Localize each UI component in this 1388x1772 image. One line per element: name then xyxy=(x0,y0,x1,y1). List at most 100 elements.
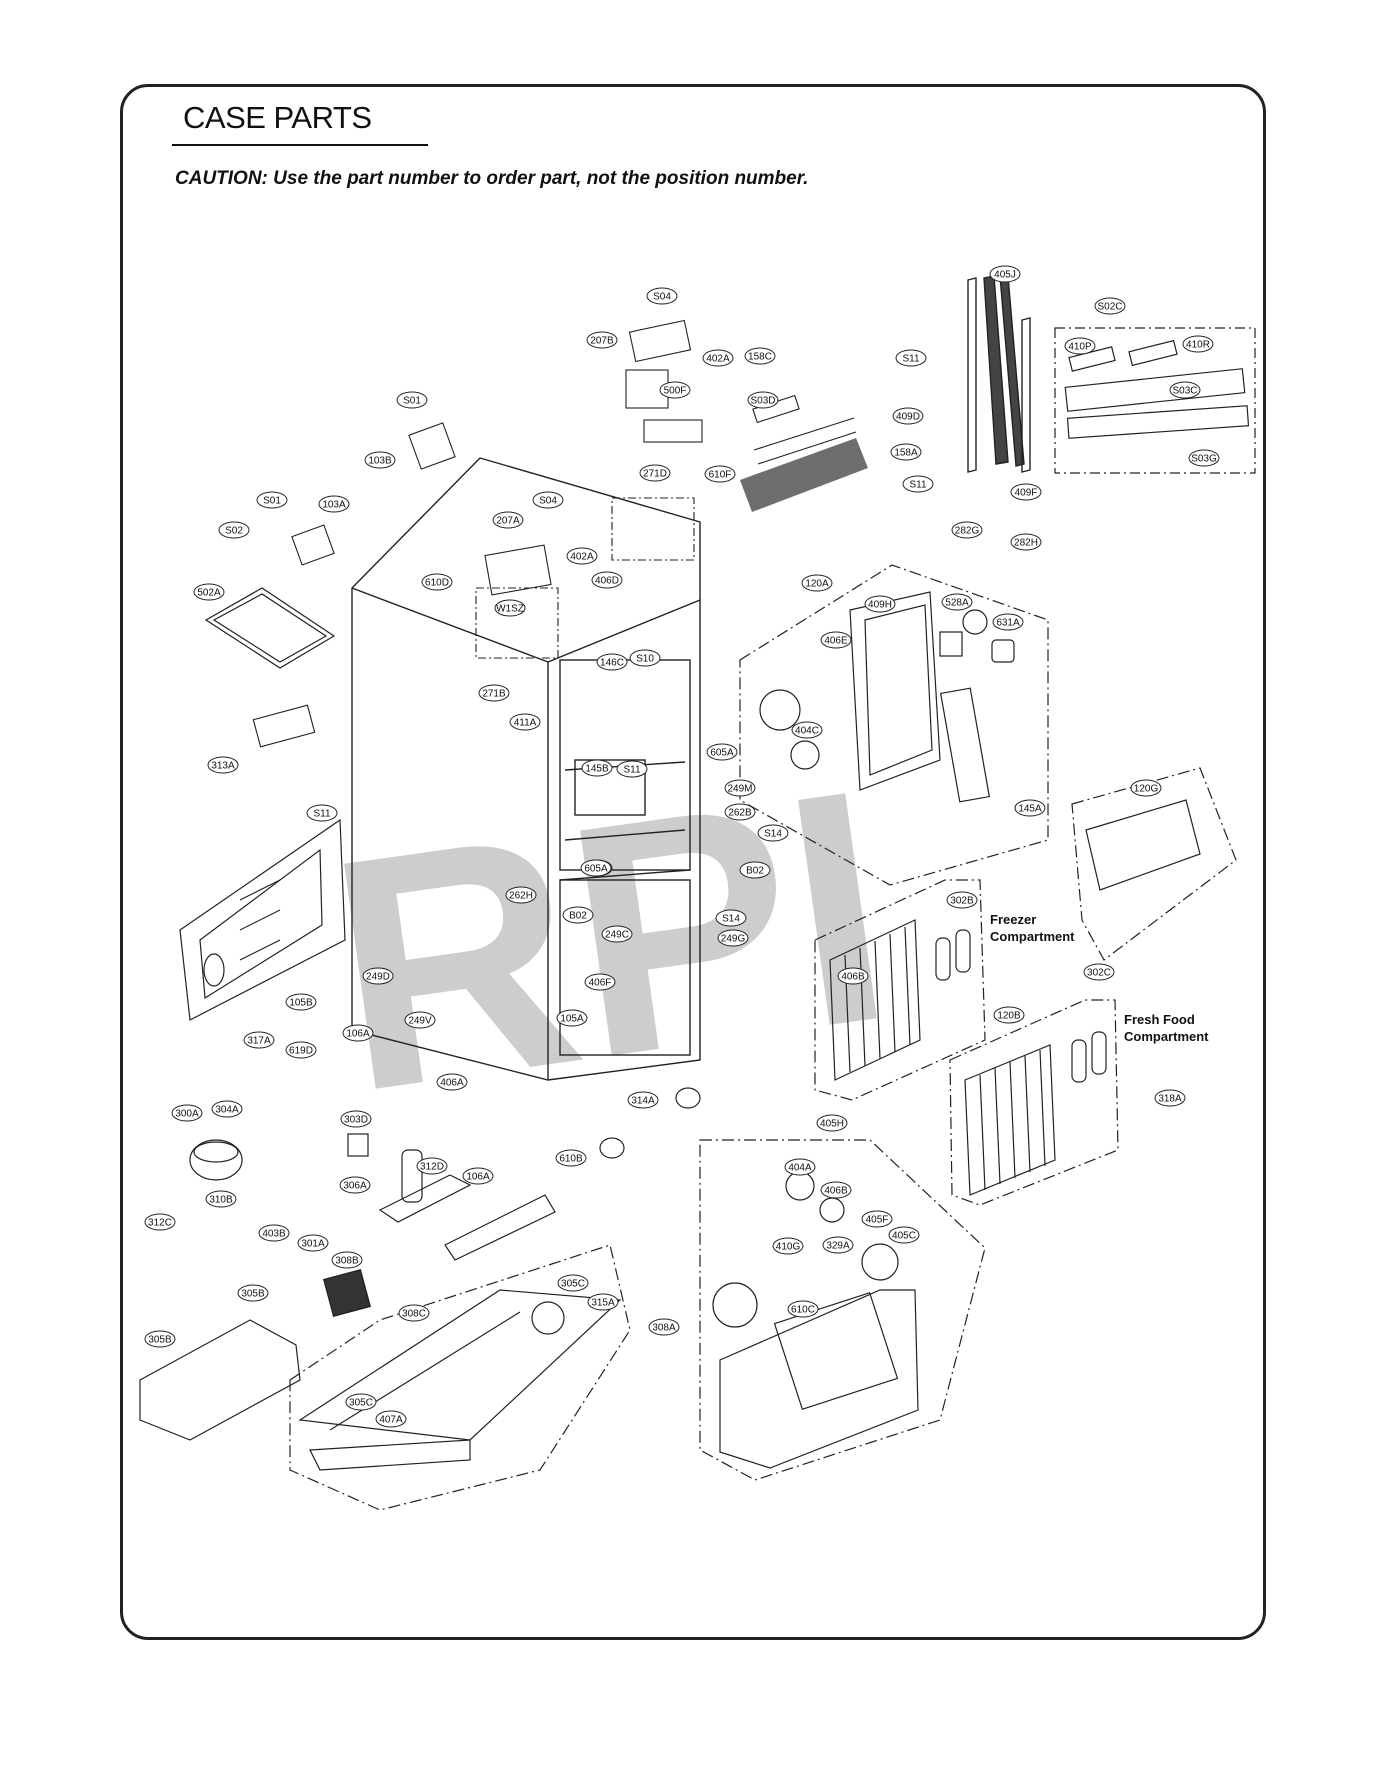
callout-502a: 502A xyxy=(193,583,225,601)
compressor-parts xyxy=(139,1087,701,1441)
callout-s10: S10 xyxy=(629,649,661,667)
callout-106a: 106A xyxy=(342,1024,374,1042)
callout-label: 207A xyxy=(496,516,520,527)
callout-label: 300A xyxy=(175,1109,199,1120)
callout-605a: 605A xyxy=(580,859,612,877)
callout-405j: 405J xyxy=(989,265,1021,283)
callout-label: 271B xyxy=(482,689,506,700)
fresh-cover-assembly xyxy=(1071,767,1237,961)
callout-145a: 145A xyxy=(1014,799,1046,817)
callout-207b: 207B xyxy=(586,331,618,349)
callout-406b: 406B xyxy=(837,967,869,985)
callout-label: 406A xyxy=(440,1078,464,1089)
callout-label: 313A xyxy=(211,761,235,772)
callout-bubble xyxy=(706,743,738,761)
fresh-label-line2: Compartment xyxy=(1124,1029,1209,1044)
callout-bubble xyxy=(306,804,338,822)
callout-271b: 271B xyxy=(478,684,510,702)
callout-w1sz: W1SZ xyxy=(494,599,526,617)
callout-label: 158C xyxy=(748,352,772,363)
callout-249m: 249M xyxy=(724,779,756,797)
callout-409f: 409F xyxy=(1010,483,1042,501)
tray-502a xyxy=(204,587,336,669)
callout-bubble xyxy=(787,1300,819,1318)
callout-label: 103B xyxy=(368,456,392,467)
callout-label: 402A xyxy=(706,354,730,365)
callout-bubble xyxy=(404,1011,436,1029)
callout-bubble xyxy=(342,1024,374,1042)
callout-bubble xyxy=(757,824,789,842)
callout-bubble xyxy=(648,1318,680,1336)
callout-103b: 103B xyxy=(364,451,396,469)
callout-249v: 249V xyxy=(404,1011,436,1029)
callout-label: 105B xyxy=(289,998,313,1009)
callout-label: 146C xyxy=(600,658,624,669)
callout-406b: 406B xyxy=(820,1181,852,1199)
callout-bubble xyxy=(951,521,983,539)
callout-label: 302C xyxy=(1087,968,1111,979)
callout-bubble xyxy=(895,349,927,367)
callout-bubble xyxy=(586,331,618,349)
callout-405h: 405H xyxy=(816,1114,848,1132)
callout-404c: 404C xyxy=(791,721,823,739)
callout-bubble xyxy=(509,713,541,731)
callout-303d: 303D xyxy=(340,1110,372,1128)
callout-label: 312C xyxy=(148,1218,172,1229)
callout-103a: 103A xyxy=(318,495,350,513)
callout-bubble xyxy=(297,1234,329,1252)
callout-301a: 301A xyxy=(297,1234,329,1252)
callout-405f: 405F xyxy=(861,1210,893,1228)
callout-label: S04 xyxy=(653,292,671,303)
callout-label: 404A xyxy=(788,1163,812,1174)
callout-146c: 146C xyxy=(596,653,628,671)
callout-label: 105A xyxy=(560,1014,584,1025)
callout-s03c: S03C xyxy=(1169,381,1201,399)
callout-label: 619D xyxy=(289,1046,313,1057)
callout-label: 305B xyxy=(148,1335,172,1346)
callout-bubble xyxy=(436,1073,468,1091)
callout-label: 145B xyxy=(585,764,609,775)
callout-bubble xyxy=(591,571,623,589)
callout-label: 249D xyxy=(366,972,390,983)
callout-bubble xyxy=(364,451,396,469)
callout-315a: 315A xyxy=(587,1293,619,1311)
callout-label: 631A xyxy=(996,618,1020,629)
callout-label: 249V xyxy=(408,1016,432,1027)
small-parts-top xyxy=(252,319,868,748)
callout-label: S04 xyxy=(539,496,557,507)
callout-bubble xyxy=(478,684,510,702)
callout-405c: 405C xyxy=(888,1226,920,1244)
callout-410g: 410G xyxy=(772,1237,804,1255)
callout-bubble xyxy=(285,993,317,1011)
callout-s01: S01 xyxy=(256,491,288,509)
callout-403b: 403B xyxy=(258,1224,290,1242)
callout-s11: S11 xyxy=(616,760,648,778)
callout-label: 410G xyxy=(776,1242,801,1253)
callout-label: 304A xyxy=(215,1105,239,1116)
callout-610b: 610B xyxy=(555,1149,587,1167)
callout-s02: S02 xyxy=(218,521,250,539)
callout-label: S03D xyxy=(750,396,775,407)
callout-label: S14 xyxy=(764,829,782,840)
callout-bubble xyxy=(1169,381,1201,399)
callout-label: 410R xyxy=(1186,340,1210,351)
callout-bubble xyxy=(715,909,747,927)
callout-619d: 619D xyxy=(285,1041,317,1059)
callout-610d: 610D xyxy=(421,573,453,591)
callout-label: 282G xyxy=(955,526,980,537)
callout-label: B02 xyxy=(569,911,587,922)
door-trims xyxy=(967,275,1031,473)
callout-406e: 406E xyxy=(820,631,852,649)
callout-bubble xyxy=(492,511,524,529)
freezer-fan-assembly xyxy=(739,564,1049,886)
callout-s03d: S03D xyxy=(747,391,779,409)
callout-bubble xyxy=(888,1226,920,1244)
callout-label: 406B xyxy=(824,1186,848,1197)
callout-bubble xyxy=(1154,1089,1186,1107)
callout-label: S03G xyxy=(1191,454,1217,465)
callout-402a: 402A xyxy=(702,349,734,367)
callout-207a: 207A xyxy=(492,511,524,529)
callout-label: S03C xyxy=(1172,386,1197,397)
fresh-label-line1: Fresh Food xyxy=(1124,1012,1195,1027)
callout-bubble xyxy=(557,1274,589,1292)
